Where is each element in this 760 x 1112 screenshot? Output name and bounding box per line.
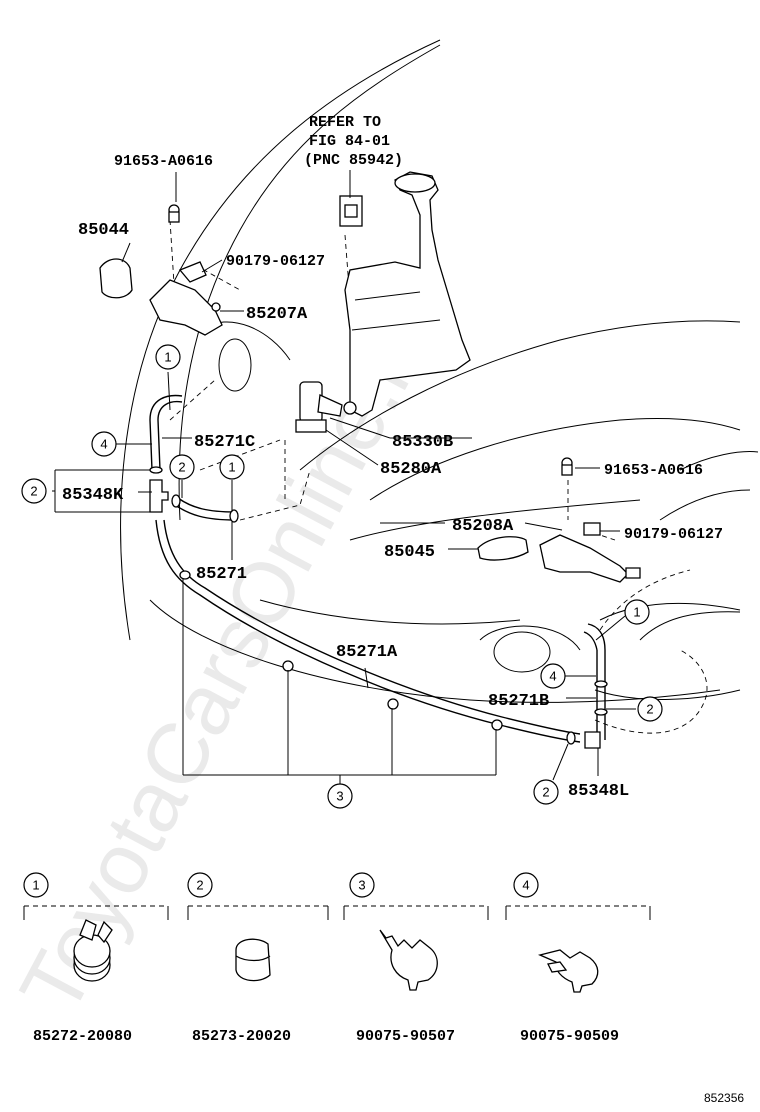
label-90179-top: 90179-06127 (226, 253, 325, 270)
label-85208a: 85208A (452, 517, 514, 536)
hoses (149, 394, 606, 743)
washer-tank (339, 171, 471, 417)
legend-part-number: 90075-90507 (356, 1028, 455, 1045)
car-body-outline (120, 39, 759, 703)
hose-clamps (149, 466, 608, 745)
callout-2: 2 (542, 785, 549, 800)
label-85348l: 85348L (568, 782, 629, 801)
callout-2: 2 (646, 702, 653, 717)
callout-2: 2 (178, 460, 185, 475)
callout-3: 3 (336, 789, 343, 804)
callout-2: 2 (30, 484, 37, 499)
legend: 1 85272-20080 2 85273-20020 (23, 872, 651, 1045)
label-85271: 85271 (196, 565, 247, 584)
hose-clip-bracket-icon (537, 949, 599, 993)
left-washer-nozzle (149, 204, 223, 336)
label-85330b: 85330B (392, 433, 453, 452)
label-85348k: 85348K (62, 486, 124, 505)
t-joint-85348k (149, 479, 169, 513)
callout-1: 1 (228, 460, 235, 475)
label-85271b: 85271B (488, 692, 549, 711)
callout-4: 4 (549, 669, 556, 684)
callout-1: 1 (164, 350, 171, 365)
nozzle-cap-right (477, 536, 529, 561)
label-85044: 85044 (78, 221, 129, 240)
callout-circles: 1 4 2 2 1 1 4 2 3 2 (21, 344, 663, 809)
legend-number: 1 (32, 878, 39, 893)
legend-number: 4 (522, 878, 529, 893)
callout-4: 4 (100, 437, 107, 452)
label-91653-right: 91653-A0616 (604, 462, 703, 479)
washer-pump (295, 381, 357, 433)
legend-number: 3 (358, 878, 365, 893)
figure-number: 852356 (704, 1091, 744, 1105)
label-85271a: 85271A (336, 643, 398, 662)
legend-item-3: 3 90075-90507 (343, 872, 489, 1045)
refer-note-line-2: FIG 84-01 (309, 133, 390, 150)
refer-note-line-1: REFER TO (309, 114, 381, 131)
callout-1: 1 (633, 605, 640, 620)
refer-note: REFER TO FIG 84-01 (PNC 85942) (304, 114, 403, 169)
legend-number: 2 (196, 878, 203, 893)
label-85271c: 85271C (194, 433, 255, 452)
legend-item-2: 2 85273-20020 (187, 872, 329, 1045)
legend-part-number: 85273-20020 (192, 1028, 291, 1045)
nozzle-cap-left (99, 258, 133, 299)
t-joint-85348l (584, 731, 601, 749)
hose-clip-icon (73, 919, 113, 982)
label-85045: 85045 (384, 543, 435, 562)
legend-part-number: 90075-90509 (520, 1028, 619, 1045)
label-85280a: 85280A (380, 460, 442, 479)
legend-item-1: 1 85272-20080 (23, 872, 169, 1045)
refer-note-line-3: (PNC 85942) (304, 152, 403, 169)
label-91653-top: 91653-A0616 (114, 153, 213, 170)
hose-clip-bracket-icon (379, 929, 438, 991)
label-85207a: 85207A (246, 305, 308, 324)
legend-item-4: 4 90075-90509 (505, 872, 651, 1045)
right-washer-nozzle (539, 457, 641, 583)
label-90179-right: 90179-06127 (624, 526, 723, 543)
hose-clamp-icon (235, 938, 271, 982)
legend-part-number: 85272-20080 (33, 1028, 132, 1045)
leader-lines (52, 170, 636, 785)
